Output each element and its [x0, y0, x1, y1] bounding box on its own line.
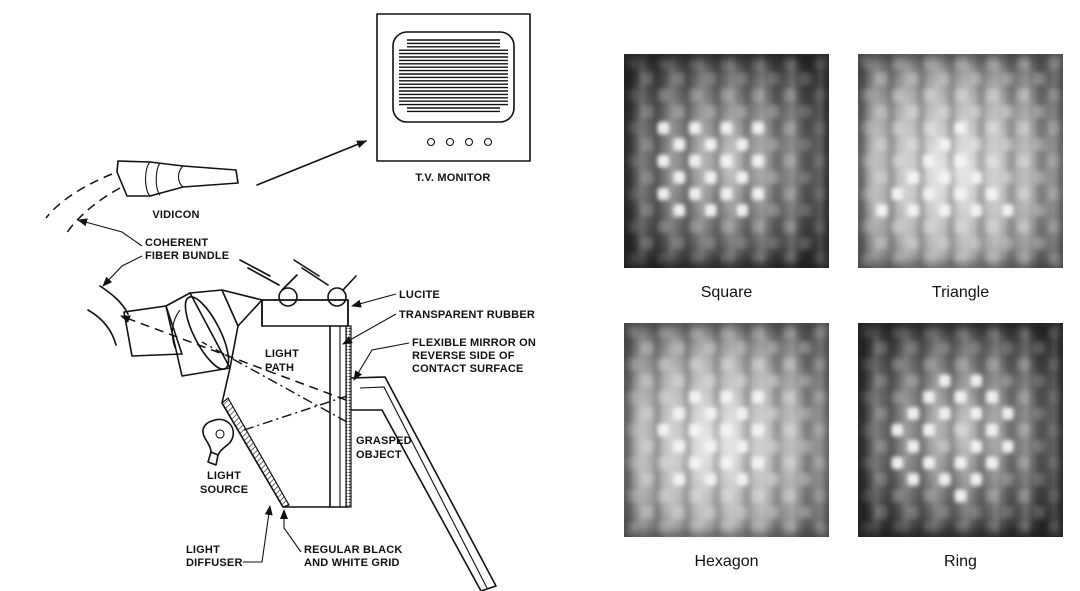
- fiber-bundle-top: [65, 187, 121, 235]
- grid-label-line-2: AND WHITE GRID: [304, 557, 400, 569]
- mirror-leader: [353, 342, 410, 381]
- image-caption: Hexagon: [694, 553, 758, 570]
- tactile-image-panel: Ring: [858, 323, 1063, 570]
- fiber-label-line-1: COHERENT: [145, 237, 208, 249]
- vidicon: VIDICON: [116, 160, 239, 221]
- light-ray-out: [201, 341, 348, 423]
- light-diffuser: [221, 397, 290, 508]
- tactile-image-panel: Triangle: [858, 54, 1063, 301]
- image-caption: Triangle: [932, 284, 989, 301]
- schematic-diagram: T.V. MONITOR VIDICON COHERENT FIBER BUND…: [45, 13, 536, 591]
- tv-knob: [464, 137, 474, 147]
- grid-label-line-1: REGULAR BLACK: [304, 544, 403, 556]
- light-path-label-line-2: PATH: [265, 362, 294, 374]
- image-caption: Square: [701, 284, 753, 301]
- rubber-label: TRANSPARENT RUBBER: [399, 309, 535, 321]
- contact-surface: [329, 299, 352, 508]
- signal-arrow: [256, 140, 367, 186]
- mirror-label-line-3: CONTACT SURFACE: [412, 363, 524, 375]
- grasped-object-label-line-1: GRASPED: [356, 435, 412, 447]
- rubber-leader: [342, 313, 397, 345]
- coherent-fiber-bundle: COHERENT FIBER BUNDLE: [77, 218, 229, 287]
- tv-knob: [445, 137, 455, 147]
- fiber-bundle-lower: [87, 309, 117, 346]
- light-diffuser-label-line-1: LIGHT: [186, 544, 220, 556]
- light-ray-in: [243, 395, 348, 431]
- grasped-object-label-line-2: OBJECT: [356, 449, 402, 461]
- light-diffuser-label-line-2: DIFFUSER: [186, 557, 243, 569]
- mirror-label-line-1: FLEXIBLE MIRROR ON: [412, 337, 536, 349]
- lucite-label: LUCITE: [399, 289, 440, 301]
- vidicon-label: VIDICON: [152, 209, 199, 221]
- tv-knob: [483, 137, 493, 147]
- tactile-image-panel: Hexagon: [624, 323, 829, 570]
- fiber-label-line-2: FIBER BUNDLE: [145, 250, 229, 262]
- tv-monitor: T.V. MONITOR: [376, 13, 531, 184]
- diffuser-leader: [243, 505, 273, 563]
- lucite-cap: [239, 259, 357, 327]
- light-source-label-line-2: SOURCE: [200, 484, 248, 496]
- tv-monitor-label: T.V. MONITOR: [415, 172, 490, 184]
- tv-knob: [426, 137, 436, 147]
- light-source-label-line-1: LIGHT: [207, 470, 241, 482]
- lucite-leader: [351, 293, 397, 308]
- fiber-bundle-top: [45, 173, 113, 219]
- light-ray-axis: [120, 315, 347, 401]
- tv-screen-scanlines: [399, 39, 508, 113]
- grid-leader: [280, 509, 302, 553]
- light-source-bulb: [202, 418, 234, 466]
- mirror-label-line-2: REVERSE SIDE OF: [412, 350, 515, 362]
- lens-assembly: [123, 289, 239, 377]
- light-path-label-line-1: LIGHT: [265, 348, 299, 360]
- grasped-object: [350, 376, 497, 591]
- fiber-bundle-lower: [99, 285, 129, 315]
- image-caption: Ring: [944, 553, 977, 570]
- tactile-image-panel: Square: [624, 54, 829, 301]
